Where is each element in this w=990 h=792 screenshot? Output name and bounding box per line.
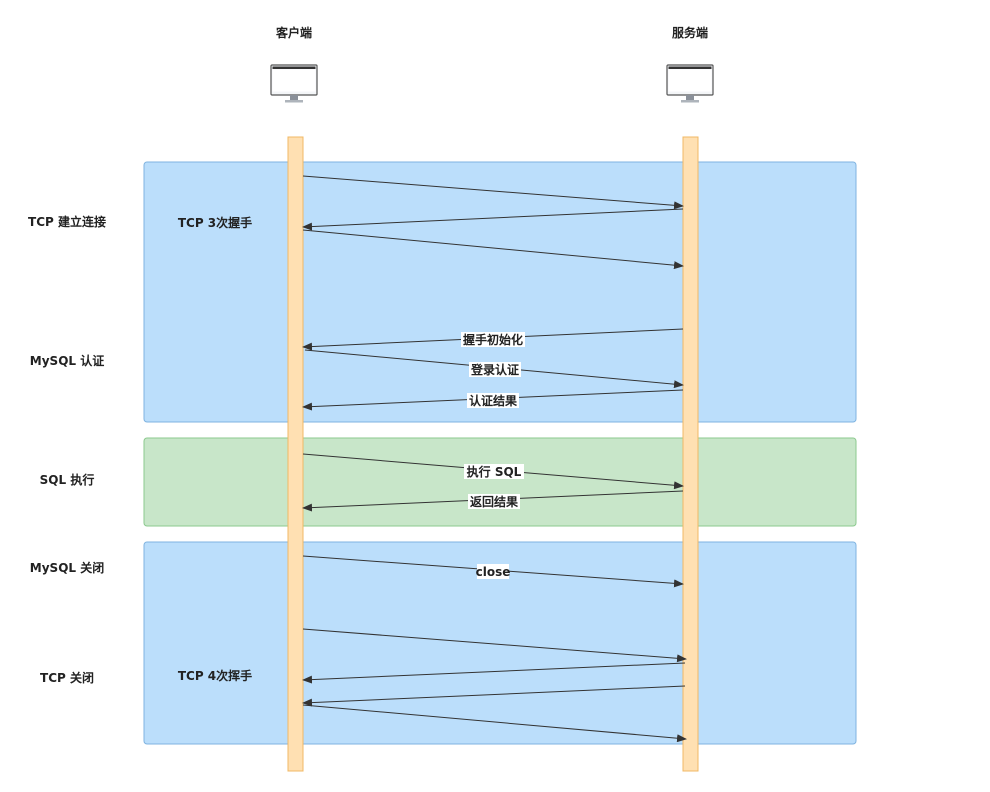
message-label-bg [461, 332, 525, 347]
client-lifeline [287, 136, 304, 772]
actor-label-server: 服务端 [672, 25, 708, 40]
message-arrow [302, 208, 684, 231]
phase-box-connect-auth [143, 161, 857, 423]
message-label-handshake-init: 握手初始化 [463, 332, 523, 347]
phase-box-close [143, 541, 857, 745]
server-lifeline [682, 136, 699, 772]
message-label-exec-sql: 执行 SQL [467, 464, 522, 479]
note-tcp-handshake: TCP 3次握手 [178, 215, 252, 230]
phase-box-sql-exec [143, 437, 857, 527]
message-label-bg [464, 464, 524, 479]
message-arrow [302, 229, 684, 270]
message-label-bg [467, 393, 519, 408]
message-label-bg [468, 494, 520, 509]
message-label-return-result: 返回结果 [470, 494, 518, 509]
actor-label-client: 客户端 [275, 25, 312, 40]
message-label-login-auth: 登录认证 [470, 362, 519, 377]
message-arrow [302, 662, 686, 684]
phase-label-mysql-close: MySQL 关闭 [30, 560, 104, 575]
phase-label-tcp-connect: TCP 建立连接 [28, 214, 106, 229]
message-label-bg [477, 564, 509, 579]
phase-label-sql-exec: SQL 执行 [40, 472, 95, 487]
message-arrow [302, 628, 687, 663]
phase-label-tcp-close: TCP 关闭 [40, 670, 94, 685]
message-label-close: close [476, 565, 511, 579]
monitor-icon [666, 64, 714, 103]
message-arrow [302, 704, 687, 743]
message-arrow [302, 175, 684, 210]
message-arrow [302, 685, 686, 707]
note-tcp-wave: TCP 4次挥手 [178, 668, 252, 683]
phase-label-mysql-auth: MySQL 认证 [30, 353, 104, 368]
monitor-icon [270, 64, 318, 103]
message-label-auth-result: 认证结果 [469, 393, 517, 408]
message-label-bg [469, 362, 521, 377]
